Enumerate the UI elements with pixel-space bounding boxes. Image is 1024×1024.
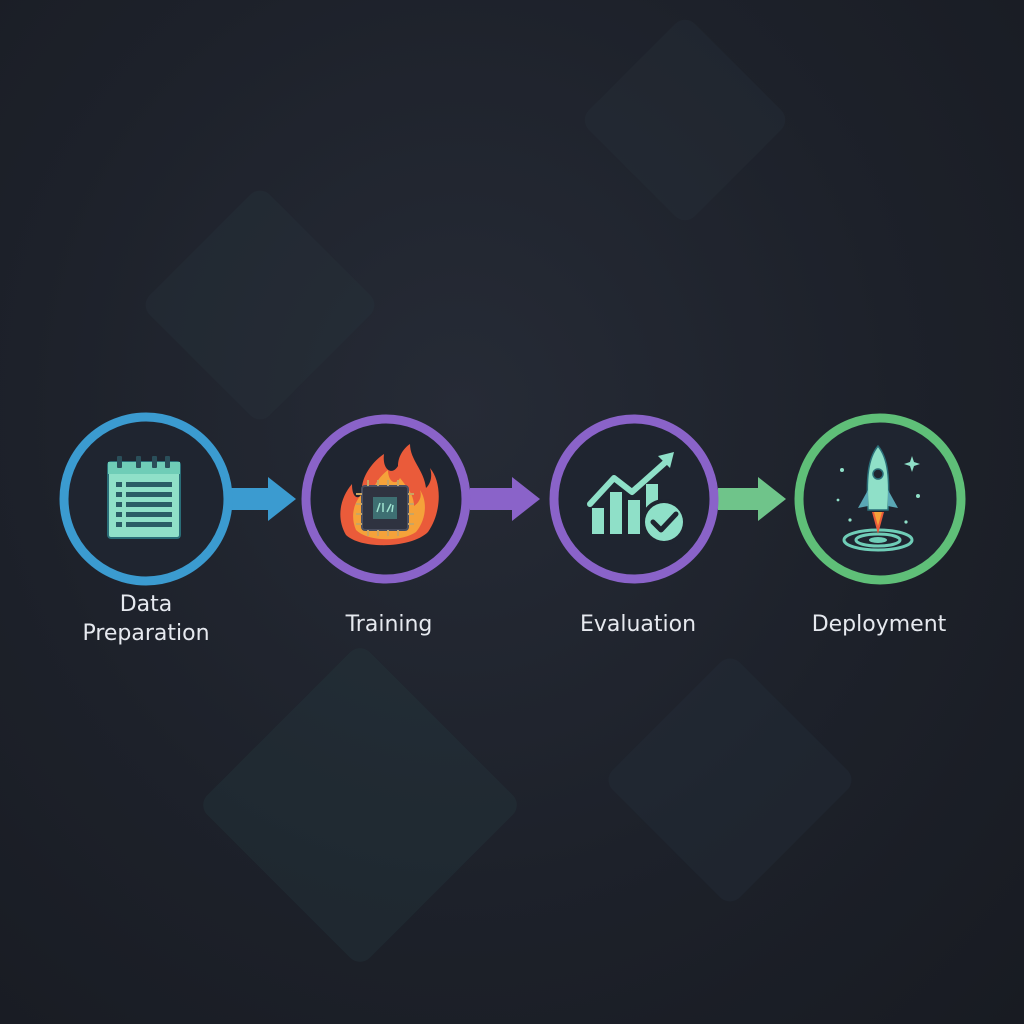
rocket-launch-icon: [836, 444, 920, 552]
connector-arrow: [228, 477, 296, 521]
step-label-line: Deployment: [811, 612, 947, 637]
connector-arrow: [718, 477, 786, 521]
step-label-line: Preparation: [82, 621, 210, 646]
step-data-preparation: [59, 412, 233, 586]
step-label-deployment: Deployment: [779, 610, 979, 639]
step-label-data-preparation: Data Preparation: [46, 590, 246, 648]
calendar-list-icon: [107, 456, 181, 539]
step-label-line: Evaluation: [579, 612, 697, 637]
step-label-evaluation: Evaluation: [538, 610, 738, 639]
step-evaluation: [549, 414, 719, 584]
chart-check-icon: [587, 452, 687, 545]
step-ring: [549, 414, 719, 584]
chip-fire-icon: [340, 444, 439, 546]
step-deployment: [794, 413, 966, 585]
step-label-line: Data: [119, 592, 173, 617]
connector-arrow: [470, 477, 540, 521]
step-training: [301, 414, 471, 584]
step-label-training: Training: [289, 610, 489, 639]
step-label-line: Training: [345, 612, 433, 637]
